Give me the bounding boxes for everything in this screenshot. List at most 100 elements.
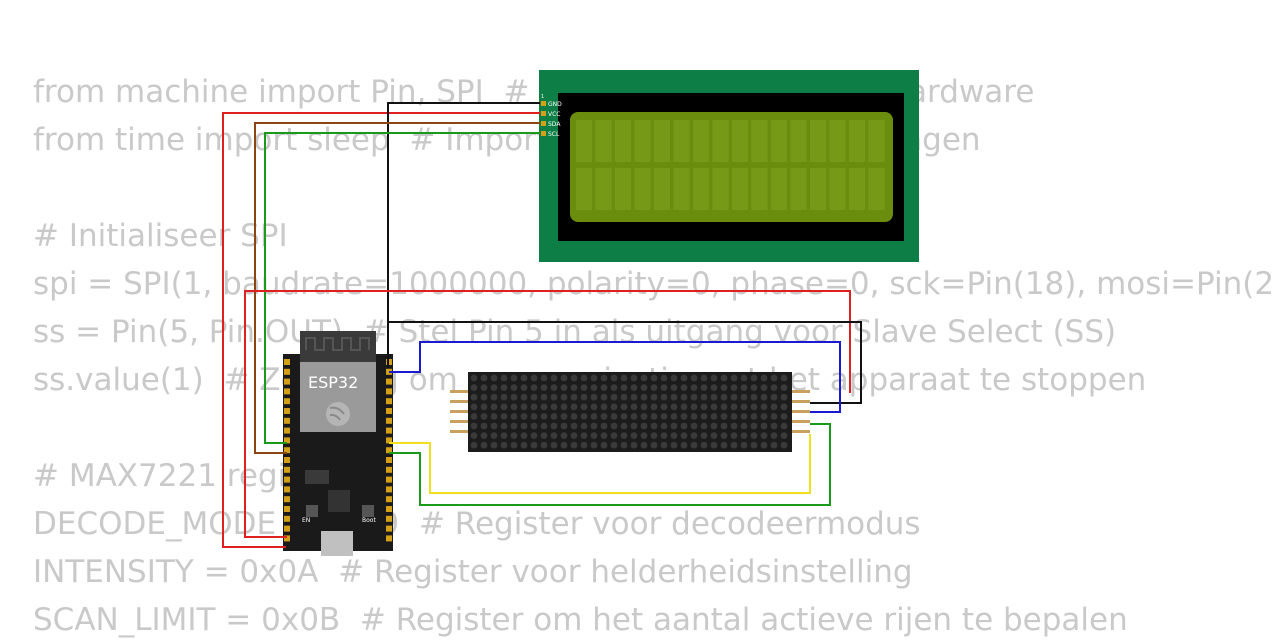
led-dot xyxy=(640,403,648,411)
led-dot xyxy=(470,393,478,401)
esp32-pin xyxy=(386,466,392,473)
led-dot xyxy=(710,384,718,391)
led-dot xyxy=(720,413,728,420)
led-dot xyxy=(770,413,778,420)
led-dot xyxy=(580,422,588,430)
led-dot xyxy=(470,374,478,382)
code-line: # Initialiseer SPI xyxy=(33,218,288,254)
led-dot xyxy=(630,393,638,401)
led-dot xyxy=(780,393,788,401)
led-dot xyxy=(780,422,788,430)
led-dot xyxy=(610,422,618,430)
led-dot xyxy=(730,422,738,430)
esp32-pin xyxy=(284,447,290,454)
led-dot xyxy=(510,413,518,420)
led-dot xyxy=(780,432,788,439)
led-dot xyxy=(760,403,768,411)
led-dot xyxy=(710,393,718,401)
esp32-right-pin-header xyxy=(386,359,392,542)
led-dot xyxy=(710,422,718,430)
led-dot xyxy=(650,441,658,449)
lcd-module[interactable]: 1 GND VCC SDA SCL xyxy=(539,70,919,262)
led-dot xyxy=(640,441,648,449)
esp32-pin xyxy=(386,447,392,454)
led-dot xyxy=(550,374,558,382)
led-dot xyxy=(550,403,558,411)
lcd-char-cell xyxy=(790,168,807,210)
led-dot xyxy=(580,403,588,411)
led-dot xyxy=(760,374,768,382)
led-dot xyxy=(700,374,708,382)
lcd-char-cell xyxy=(693,120,709,162)
led-dot xyxy=(630,422,638,430)
led-dot xyxy=(740,403,748,411)
lcd-char-cell xyxy=(654,120,670,162)
led-dot xyxy=(530,432,538,439)
led-dot xyxy=(560,422,568,430)
led-dot xyxy=(710,374,718,382)
led-dot xyxy=(540,374,548,382)
led-dot xyxy=(480,374,488,382)
led-dot xyxy=(560,403,568,411)
led-dot xyxy=(540,441,548,449)
led-dot xyxy=(660,432,668,439)
lcd-char-cell xyxy=(634,120,651,162)
esp32-pin xyxy=(386,515,392,522)
esp32-pin xyxy=(284,466,290,473)
led-dot xyxy=(580,384,588,391)
led-matrix-module[interactable] xyxy=(450,372,810,452)
led-dot xyxy=(700,403,708,411)
led-dot xyxy=(510,384,518,391)
led-dot xyxy=(520,403,528,411)
led-dot xyxy=(730,374,738,382)
led-dot xyxy=(520,432,528,439)
led-dot xyxy=(500,413,508,420)
led-dot xyxy=(490,374,498,382)
led-dot xyxy=(490,413,498,420)
esp32-pin xyxy=(386,525,392,532)
led-dot xyxy=(650,403,658,411)
led-dot xyxy=(480,422,488,430)
led-dot xyxy=(540,422,548,430)
led-dot xyxy=(690,403,698,411)
led-dot xyxy=(770,422,778,430)
led-dot xyxy=(740,422,748,430)
led-dot xyxy=(690,393,698,401)
led-dot xyxy=(540,384,548,391)
led-dot xyxy=(560,393,568,401)
lcd-char-cell xyxy=(810,168,826,210)
esp32-board[interactable]: ESP32 EN Boot xyxy=(283,331,393,556)
led-dot xyxy=(570,422,578,430)
wire-lcd-vcc xyxy=(222,112,540,548)
led-dot xyxy=(680,393,688,401)
led-dot xyxy=(610,384,618,391)
en-button[interactable] xyxy=(306,505,318,517)
led-dot xyxy=(620,374,628,382)
led-dot xyxy=(750,432,758,439)
circuit-diagram: 1 GND VCC SDA SCL xyxy=(222,70,919,556)
led-dot xyxy=(740,393,748,401)
led-dot xyxy=(500,393,508,401)
led-dot xyxy=(570,403,578,411)
led-dot xyxy=(730,413,738,420)
led-dot xyxy=(570,393,578,401)
led-dot xyxy=(540,413,548,420)
led-dot xyxy=(650,413,658,420)
boot-button[interactable] xyxy=(362,505,374,517)
esp32-pin xyxy=(284,359,290,365)
led-dot xyxy=(690,384,698,391)
led-dot xyxy=(480,403,488,411)
led-dot xyxy=(550,422,558,430)
led-dot xyxy=(540,403,548,411)
led-dot xyxy=(690,413,698,420)
led-dot xyxy=(680,432,688,439)
matrix-right-pins xyxy=(792,390,810,433)
led-dot xyxy=(700,441,708,449)
lcd-char-cell xyxy=(849,168,865,210)
led-dot xyxy=(750,403,758,411)
led-dot xyxy=(670,393,678,401)
lcd-char-cell xyxy=(576,168,592,210)
led-dot xyxy=(710,413,718,420)
led-dot xyxy=(510,374,518,382)
led-dot xyxy=(690,432,698,439)
